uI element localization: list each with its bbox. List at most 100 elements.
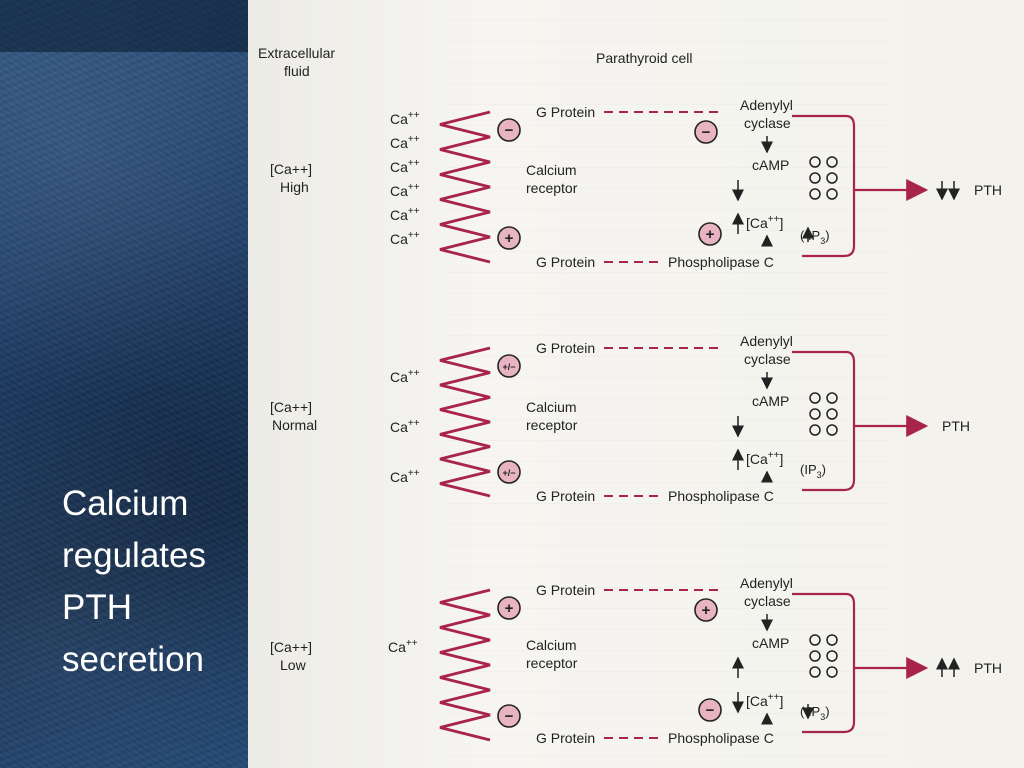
secretory-vesicle bbox=[809, 172, 821, 184]
title-panel: Calcium regulates PTH secretion bbox=[0, 0, 248, 768]
intracellular-ca-label: [Ca++] bbox=[746, 450, 783, 467]
ip3-label: (IP3) bbox=[800, 462, 826, 480]
pth-label: PTH bbox=[974, 182, 1002, 198]
g-protein-bottom-label: G Protein bbox=[536, 254, 595, 270]
title-line: secretion bbox=[62, 640, 205, 679]
title-line: Calcium bbox=[62, 484, 189, 523]
receptor-bottom-sign bbox=[497, 226, 521, 250]
intracellular-ca-label: [Ca++] bbox=[746, 214, 783, 231]
receptor-bottom-sign bbox=[497, 704, 521, 728]
secretory-vesicle bbox=[826, 408, 838, 420]
receptor-bottom-sign-label: − bbox=[505, 708, 514, 725]
g-protein-top-label: G Protein bbox=[536, 104, 595, 120]
textbook-page bbox=[248, 0, 1024, 768]
condition-label: [Ca++] bbox=[270, 161, 312, 177]
secretory-vesicle bbox=[809, 634, 821, 646]
condition-level: High bbox=[280, 179, 309, 195]
secretory-vesicle bbox=[809, 156, 821, 168]
secretory-vesicle bbox=[809, 424, 821, 436]
adenylyl-label: Adenylyl bbox=[740, 333, 793, 349]
diagram-panels: [Ca++]HighCa++Ca++Ca++Ca++Ca++Ca++−+Calc… bbox=[270, 97, 1002, 746]
ca-label: Ca++ bbox=[390, 110, 420, 127]
ca-label: Ca++ bbox=[390, 418, 420, 435]
pathway-bracket bbox=[792, 592, 856, 734]
phospholipase-c-label: Phospholipase C bbox=[668, 730, 774, 746]
ca-label: Ca++ bbox=[390, 182, 420, 199]
header-fluid: fluid bbox=[284, 63, 310, 79]
receptor-membrane bbox=[439, 110, 491, 264]
phospholipase-c-label: Phospholipase C bbox=[668, 254, 774, 270]
secretory-vesicle bbox=[809, 666, 821, 678]
condition-label: [Ca++] bbox=[270, 639, 312, 655]
title-line: regulates bbox=[62, 536, 206, 575]
ca-label: Ca++ bbox=[390, 230, 420, 247]
calcium-receptor-label: Calcium bbox=[526, 399, 577, 415]
secretory-vesicle bbox=[826, 666, 838, 678]
condition-label: [Ca++] bbox=[270, 399, 312, 415]
secretory-vesicle bbox=[809, 188, 821, 200]
condition-level: Low bbox=[280, 657, 307, 673]
top-band bbox=[0, 0, 248, 52]
g-protein-top-label: G Protein bbox=[536, 582, 595, 598]
ip3-label: ( IP3) bbox=[800, 704, 830, 722]
adenylyl-sign bbox=[694, 120, 718, 144]
receptor-top-sign bbox=[497, 118, 521, 142]
receptor-top-sign-label: +/− bbox=[502, 362, 515, 372]
receptor-top-sign bbox=[497, 354, 521, 378]
panel-normal: [Ca++]NormalCa++Ca++Ca+++/−+/−Calciumrec… bbox=[270, 333, 970, 504]
g-protein-bottom-label: G Protein bbox=[536, 488, 595, 504]
g-protein-top-label: G Protein bbox=[536, 340, 595, 356]
slide-title: Calcium regulates PTH secretion bbox=[62, 478, 242, 686]
plc-sign-label: − bbox=[706, 702, 715, 719]
phospholipase-c-label: Phospholipase C bbox=[668, 488, 774, 504]
ca-label: Ca++ bbox=[390, 206, 420, 223]
camp-label: cAMP bbox=[752, 635, 789, 651]
ca-label: Ca++ bbox=[390, 134, 420, 151]
receptor-bottom-sign-label: + bbox=[505, 230, 514, 247]
calcium-receptor-label: receptor bbox=[526, 417, 578, 433]
plc-sign bbox=[698, 698, 722, 722]
pth-label: PTH bbox=[942, 418, 970, 434]
receptor-bottom-sign-label: +/− bbox=[502, 468, 515, 478]
secretory-vesicle bbox=[809, 392, 821, 404]
adenylyl-label: Adenylyl bbox=[740, 97, 793, 113]
receptor-top-sign-label: + bbox=[505, 600, 514, 617]
secretory-vesicle bbox=[826, 634, 838, 646]
secretory-vesicle bbox=[826, 424, 838, 436]
header-extracellular: Extracellular bbox=[258, 45, 335, 61]
secretory-vesicle bbox=[826, 156, 838, 168]
calcium-receptor-label: receptor bbox=[526, 655, 578, 671]
camp-label: cAMP bbox=[752, 393, 789, 409]
condition-level: Normal bbox=[272, 417, 317, 433]
pth-label: PTH bbox=[974, 660, 1002, 676]
receptor-membrane bbox=[439, 346, 491, 498]
secretory-vesicle bbox=[826, 650, 838, 662]
adenylyl-sign-label: − bbox=[702, 124, 711, 141]
calcium-receptor-label: Calcium bbox=[526, 162, 577, 178]
receptor-top-sign-label: − bbox=[505, 122, 514, 139]
receptor-top-sign bbox=[497, 596, 521, 620]
receptor-membrane bbox=[439, 588, 491, 742]
ca-label: Ca++ bbox=[388, 638, 418, 655]
secretory-vesicle bbox=[826, 188, 838, 200]
secretory-vesicle bbox=[826, 172, 838, 184]
adenylyl-sign bbox=[694, 598, 718, 622]
title-line: PTH bbox=[62, 588, 132, 627]
cyclase-label: cyclase bbox=[744, 351, 791, 367]
adenylyl-label: Adenylyl bbox=[740, 575, 793, 591]
ca-label: Ca++ bbox=[390, 468, 420, 485]
g-protein-bottom-label: G Protein bbox=[536, 730, 595, 746]
intracellular-ca-label: [Ca++] bbox=[746, 692, 783, 709]
plc-sign bbox=[698, 222, 722, 246]
panel-texture bbox=[0, 0, 248, 768]
panel-high: [Ca++]HighCa++Ca++Ca++Ca++Ca++Ca++−+Calc… bbox=[270, 97, 1002, 270]
pathway-bracket bbox=[792, 350, 856, 492]
cyclase-label: cyclase bbox=[744, 593, 791, 609]
calcium-receptor-label: Calcium bbox=[526, 637, 577, 653]
secretory-vesicle bbox=[809, 408, 821, 420]
adenylyl-sign-label: + bbox=[702, 602, 711, 619]
ca-label: Ca++ bbox=[390, 368, 420, 385]
calcium-receptor-label: receptor bbox=[526, 180, 578, 196]
ip3-label: ( IP3) bbox=[800, 228, 830, 246]
